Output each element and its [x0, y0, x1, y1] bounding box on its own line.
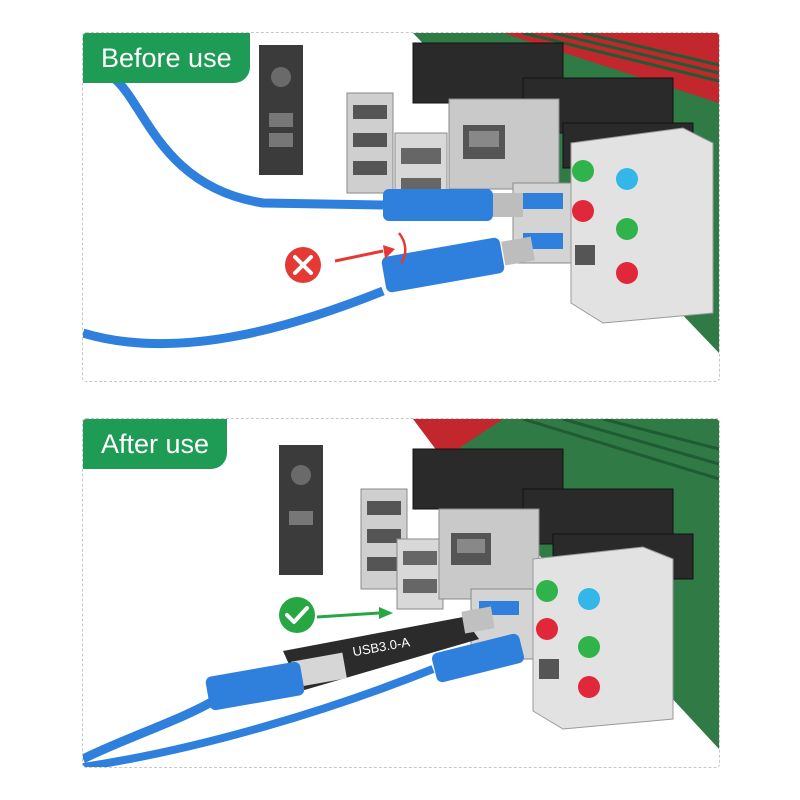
- usb2-port-b: [269, 133, 293, 147]
- usb-stack-1: [346, 92, 394, 194]
- adapter-usb-socket: [291, 652, 347, 688]
- motherboard-scene-after: USB3.0-A: [83, 419, 719, 767]
- panel-after-use: USB3.0-A After use: [82, 418, 720, 768]
- ethernet-port: [448, 98, 560, 190]
- usb-cable-lower: [83, 236, 535, 348]
- audio-jack-block: [570, 127, 714, 324]
- audio-jack-green-2: [616, 218, 638, 240]
- usb2-port-a: [269, 113, 293, 127]
- audio-jack-red-1: [572, 200, 594, 222]
- check-icon: [279, 597, 315, 633]
- conflict-arrow: [334, 232, 407, 264]
- ps2-port: [291, 465, 311, 485]
- panel-before-use: Before use: [82, 32, 720, 382]
- usb2-port-a: [289, 511, 313, 525]
- success-arrow: [316, 607, 393, 619]
- audio-jack-block: [532, 546, 674, 730]
- ps2-port-block: [279, 445, 323, 575]
- optical-port: [575, 245, 595, 265]
- audio-jack-blue: [616, 168, 638, 190]
- cross-icon: [285, 247, 321, 283]
- ram-slots: [522, 33, 719, 83]
- usb-cable-second: [83, 633, 525, 767]
- audio-jack-green-1: [572, 160, 594, 182]
- audio-jack-red-2: [616, 262, 638, 284]
- usb-cable-main: [83, 661, 305, 764]
- motherboard-scene-before: [83, 33, 719, 353]
- ps2-port-block: [259, 45, 303, 175]
- panel-title-after: After use: [83, 419, 228, 469]
- adapter-plug: [461, 606, 495, 634]
- usb-adapter: USB3.0-A: [283, 606, 495, 691]
- usb-stack-2: [396, 538, 444, 610]
- ps2-port: [271, 67, 291, 87]
- ram-slots: [522, 419, 719, 481]
- ethernet-port: [438, 508, 540, 600]
- panel-title-before: Before use: [83, 33, 250, 83]
